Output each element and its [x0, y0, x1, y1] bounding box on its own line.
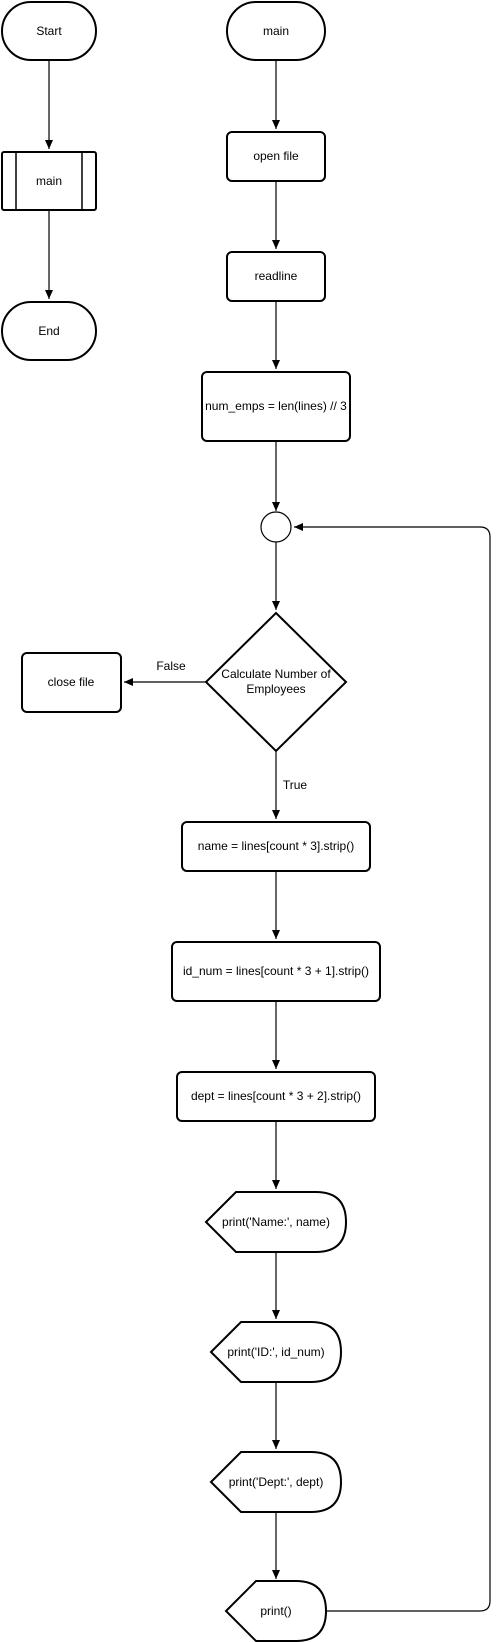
loop-connector: [260, 511, 292, 543]
start-label: Start: [36, 24, 62, 38]
print-id-label: print('ID:', id_num): [227, 1345, 324, 1359]
print-empty-label: print(): [260, 1604, 291, 1618]
decision-label-line2: Employees: [246, 682, 305, 696]
end-terminator: [1, 301, 97, 361]
id-num-label: id_num = lines[count * 3 + 1].strip(): [183, 964, 369, 978]
close-file-box: [21, 652, 122, 713]
dept-label: dept = lines[count * 3 + 2].strip(): [191, 1089, 361, 1103]
print-id-display: [209, 1321, 343, 1383]
edge-loop-back: [294, 523, 491, 1612]
close-file-label: close file: [48, 675, 95, 689]
print-dept-label: print('Dept:', dept): [229, 1475, 324, 1489]
false-label: False: [156, 659, 186, 673]
end-label: End: [38, 324, 59, 338]
num-emps-label: num_emps = len(lines) // 3: [205, 399, 347, 413]
readline-label: readline: [255, 269, 298, 283]
name-label: name = lines[count * 3].strip(): [198, 839, 354, 853]
main-subprocess-box: [1, 151, 97, 211]
decision-label-line1: Calculate Number of: [221, 667, 331, 681]
print-name-label: print('Name:', name): [222, 1215, 330, 1229]
print-name-display: [204, 1191, 348, 1253]
print-dept-display: [209, 1451, 343, 1513]
main-terminator-label: main: [263, 24, 289, 38]
main-subprocess-label: main: [36, 174, 62, 188]
open-file-label: open file: [253, 149, 299, 163]
true-label: True: [283, 778, 308, 792]
